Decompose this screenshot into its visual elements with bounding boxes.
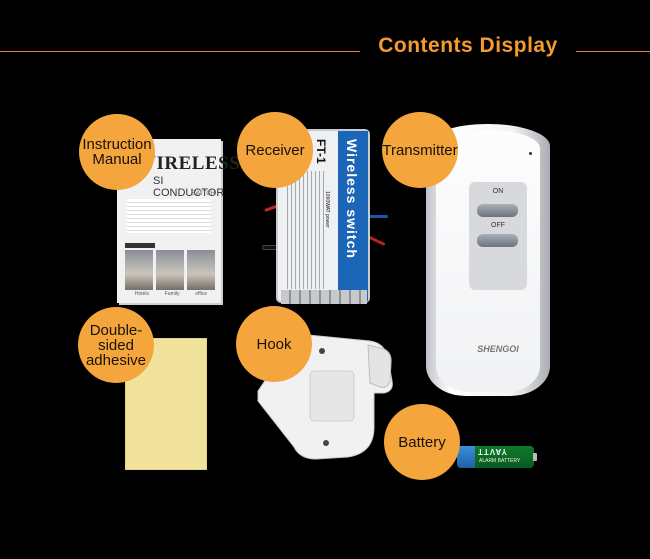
manual-text-block <box>127 199 211 233</box>
instruction-manual: WIRELESS SI CONDUCTOR SWITCH Hotels Fami… <box>117 139 240 303</box>
bubble-line: Instruction <box>82 136 152 153</box>
photo-label: office <box>195 291 208 297</box>
label-bubble-receiver: Receiver <box>237 112 313 188</box>
battery-bottom-text: ALARM BATTERY <box>479 458 521 464</box>
off-button <box>477 234 518 247</box>
battery: YAVTT ALARM BATTERY <box>457 446 537 468</box>
manual-tag: SWITCH <box>191 191 215 197</box>
off-label: OFF <box>491 222 505 229</box>
receiver-label-text <box>284 171 324 289</box>
led-indicator <box>529 152 532 155</box>
header-rule-right <box>576 51 650 52</box>
receiver: FT-1 1000WAT power Wireless switch <box>278 131 368 301</box>
photo-label: Hotels <box>134 291 150 297</box>
bubble-line: adhesive <box>85 351 147 369</box>
bubble-line: Manual <box>92 151 142 168</box>
manual-photos <box>125 250 215 290</box>
battery-top-text: YAVTT <box>477 447 507 456</box>
manual-title: WIRELESS <box>137 153 241 174</box>
manual-photo-labels: Hotels Family office <box>127 291 215 297</box>
battery-tip <box>533 453 537 461</box>
label-bubble-manual: Instruction Manual <box>79 114 155 190</box>
label-bubble-hook: Hook <box>236 306 312 382</box>
label-bubble-adhesive: Double- sided adhesive <box>78 307 154 383</box>
transmitter-brand: SHENGOI <box>477 344 519 354</box>
manual-subtitle: SI CONDUCTOR <box>153 175 225 199</box>
label-bubble-battery: Battery <box>384 404 460 480</box>
bubble-line: Double- <box>89 321 143 339</box>
receiver-terminals <box>281 290 367 304</box>
label-bubble-transmitter: Transmitter <box>382 112 458 188</box>
manual-section-bar <box>125 243 155 248</box>
receiver-brand-text: Wireless switch <box>344 139 360 259</box>
bubble-line: Hook <box>256 335 292 353</box>
bubble-line: Battery <box>398 433 446 451</box>
receiver-power: 1000WAT power <box>324 191 330 228</box>
transmitter-face: ON OFF SHENGOI <box>436 130 540 392</box>
receiver-model: FT-1 <box>314 139 328 164</box>
on-label: ON <box>492 188 504 195</box>
bubble-line: Transmitter <box>382 141 458 159</box>
wire-blue <box>362 215 388 218</box>
photo-label: Family <box>164 291 180 297</box>
battery-cap <box>457 446 475 468</box>
bubble-line: Receiver <box>245 141 305 159</box>
on-button <box>477 204 518 217</box>
transmitter: ON OFF SHENGOI <box>426 124 550 396</box>
header-rule-left <box>0 51 360 52</box>
page-title: Contents Display <box>378 34 558 57</box>
bubble-line: sided <box>98 336 134 354</box>
receiver-brand-strip: Wireless switch <box>338 131 368 301</box>
